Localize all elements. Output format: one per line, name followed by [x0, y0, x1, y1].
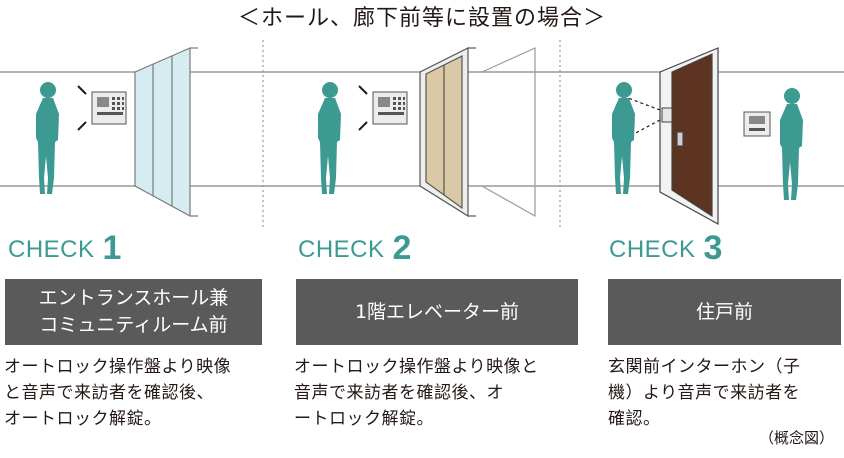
description-1: オートロック操作盤より映像 と音声で来訪者を確認後、 オートロック解錠。	[4, 357, 232, 429]
door-intercom	[627, 97, 673, 137]
visitor-figure-2	[318, 82, 341, 194]
illustration-scene	[0, 40, 844, 230]
indoor-monitor	[743, 111, 771, 137]
corridor-opening	[481, 47, 536, 218]
check-number-3: 3	[703, 229, 723, 267]
location-label-3: 住戸前	[608, 279, 841, 345]
description-2: オートロック操作盤より映像と 音声で来訪者を確認後、オ ートロック解錠。	[294, 357, 539, 429]
location-label-2: 1階エレベーター前	[296, 279, 578, 345]
description-3: 玄関前インターホン（子 機）より音声で来訪者を 確認。	[608, 357, 801, 429]
autolock-panel-1	[77, 85, 127, 131]
check-number-2: 2	[392, 229, 412, 267]
residence-door	[659, 47, 719, 226]
resident-figure	[780, 88, 803, 200]
location-label-1: エントランスホール兼 コミュニティルーム前	[5, 279, 262, 345]
page-title: ＜ホール、廊下前等に設置の場合＞	[237, 6, 606, 31]
visitor-figure-1	[36, 82, 59, 194]
autolock-panel-2	[358, 85, 408, 131]
section-dividers	[262, 40, 561, 230]
check-number-1: 1	[102, 229, 122, 267]
elevator-door	[419, 47, 476, 218]
glass-entrance-door	[134, 47, 198, 218]
footnote: （概念図）	[758, 429, 834, 447]
